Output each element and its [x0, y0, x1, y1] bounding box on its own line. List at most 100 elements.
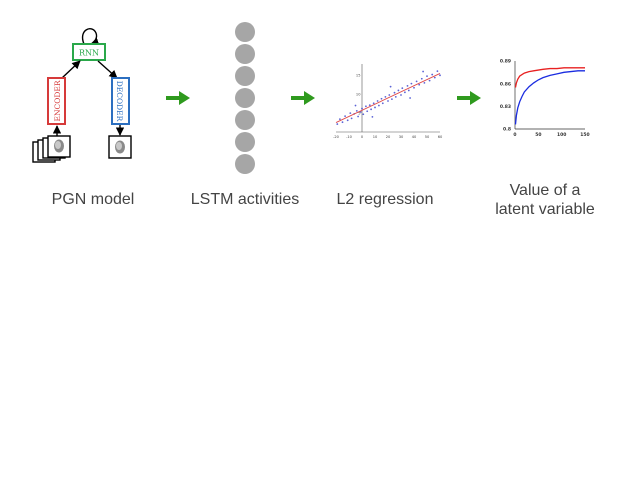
lstm-unit [235, 22, 255, 42]
scatter-point [397, 89, 400, 92]
scatter-point [355, 109, 358, 112]
lstm-unit [235, 66, 255, 86]
scatter-point [422, 70, 424, 73]
scatter-point [393, 91, 396, 94]
scatter-point [370, 108, 372, 111]
scatter-point [388, 94, 391, 96]
encoder-to-rnn-arrow [61, 60, 81, 79]
lstm-units [235, 22, 255, 174]
y-tick-label: 5 [358, 111, 360, 115]
scatter-point [339, 118, 341, 121]
scatter-point [410, 82, 413, 85]
scatter-point [384, 95, 387, 98]
x-tick-label: 50 [425, 135, 430, 139]
y-tick-label: 0.86 [500, 81, 511, 87]
x-tick-label: -20 [333, 135, 340, 139]
x-tick-label: 50 [535, 132, 541, 138]
red-series-line [514, 67, 585, 88]
scatter-point [357, 115, 359, 118]
x-tick-label: 100 [557, 132, 566, 138]
scatter-point [401, 87, 404, 90]
x-tick-label: 40 [412, 135, 417, 139]
regression-fit-line [335, 73, 441, 123]
scatter-point [371, 115, 374, 118]
regression-scatter-plot: -20 -10 0 10 20 30 40 50 60 15 10 5 [333, 64, 443, 139]
scatter-point [428, 79, 431, 82]
encoder-label: ENCODER [53, 80, 62, 121]
pgn-caption: PGN model [51, 191, 135, 208]
scatter-point [413, 86, 415, 89]
scatter-point [423, 81, 426, 84]
y-tick-label: 15 [356, 74, 361, 78]
scatter-point [404, 91, 406, 94]
lstm-unit [235, 88, 255, 108]
x-tick-label: 150 [580, 132, 589, 138]
scatter-point [394, 95, 397, 98]
scatter-point [361, 107, 363, 110]
scatter-point [349, 112, 352, 115]
scatter-point [344, 115, 346, 118]
rnn-box [72, 43, 106, 61]
x-tick-label: -10 [346, 135, 353, 139]
lstm-unit [235, 132, 255, 152]
encoder-box [47, 77, 66, 125]
scatter-point [407, 89, 410, 92]
scatter-point [378, 104, 380, 107]
scatter-point [374, 106, 376, 109]
scatter-point [406, 85, 409, 87]
y-tick-label: 0.8 [503, 127, 511, 133]
scatter-point [387, 100, 389, 102]
scatter-point [380, 97, 383, 100]
scatter-point [439, 74, 441, 77]
lstm-unit [235, 110, 255, 130]
rnn-label: RNN [79, 49, 99, 58]
scatter-point [433, 76, 436, 79]
lstm-unit [235, 154, 255, 174]
rnn-recurrence-arrow [81, 28, 100, 46]
x-tick-label: 30 [399, 135, 404, 139]
scatter-point [354, 104, 357, 107]
y-tick-label: 10 [356, 92, 361, 96]
scatter-point [391, 98, 393, 101]
scatter-point [365, 105, 367, 108]
lstm-unit [235, 44, 255, 64]
x-tick-label: 10 [373, 135, 378, 139]
latent-caption-line2: latent variable [495, 201, 595, 218]
y-tick-label: 0.89 [500, 59, 511, 65]
scatter-point [415, 80, 418, 83]
scatter-point [436, 70, 439, 73]
arrow-1-icon [166, 91, 190, 105]
x-tick-label: 0 [513, 132, 516, 138]
arrow-2-icon [291, 91, 315, 105]
decoder-label: DECODER [115, 81, 124, 122]
input-image-stack-icon [32, 135, 71, 163]
scatter-point [362, 113, 365, 116]
scatter-point [409, 97, 411, 99]
x-tick-label: 60 [438, 135, 443, 139]
scatter-point [381, 102, 384, 105]
scatter-point [418, 83, 421, 86]
scatter-point [420, 77, 423, 80]
scatter-point [372, 102, 375, 105]
scatter-point [431, 73, 434, 76]
x-tick-label: 0 [361, 135, 364, 139]
scatter-point [389, 85, 392, 88]
scatter-point [341, 121, 344, 124]
blue-series-line [514, 70, 585, 125]
rnn-to-decoder-arrow [97, 60, 118, 79]
scatter-point [400, 94, 402, 96]
y-tick-label: 0.83 [500, 104, 511, 110]
decoder-box [111, 77, 130, 125]
scatter-point [346, 119, 349, 122]
scatter-point [366, 110, 369, 113]
lstm-caption: LSTM activities [190, 191, 300, 208]
x-tick-label: 20 [386, 135, 391, 139]
latent-variable-line-chart: 0.89 0.86 0.83 0.80 50 100 150 [500, 59, 590, 138]
scatter-point [426, 75, 428, 77]
scatter-point [336, 123, 339, 125]
latent-caption-line1: Value of a [509, 182, 581, 199]
scatter-point [368, 104, 371, 107]
scatter-point [376, 100, 379, 102]
scatter-point [350, 117, 353, 120]
arrow-3-icon [457, 91, 481, 105]
